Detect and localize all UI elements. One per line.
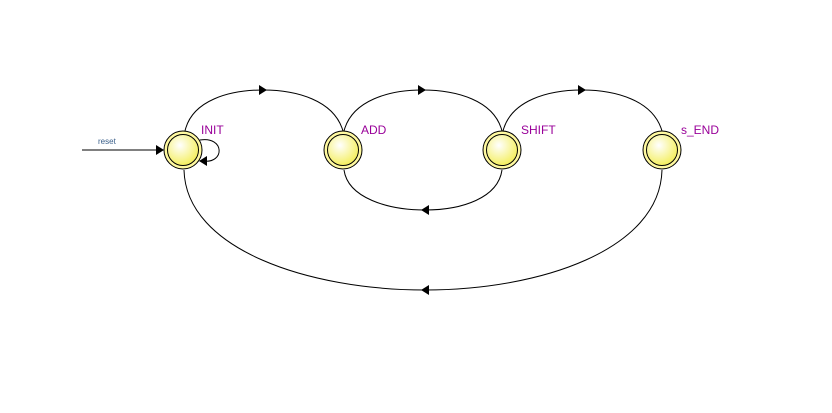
state-label: s_END [681,123,719,137]
transition-shift-add [343,169,503,211]
arrowhead-icon [199,156,207,166]
arrowhead-icon [418,85,426,95]
transition-init-self [199,139,220,162]
arrowhead-icon [259,85,267,95]
transition-send-init [183,169,663,291]
state-label: INIT [201,123,224,137]
state-init[interactable]: INIT [163,123,224,170]
state-label: SHIFT [521,123,556,137]
state-label: ADD [361,123,387,137]
state-s-end[interactable]: s_END [642,123,719,170]
state-add[interactable]: ADD [323,123,387,170]
reset-label: reset [98,137,117,146]
arrowhead-icon [156,145,164,155]
state-shift[interactable]: SHIFT [482,123,556,170]
arrowhead-icon [578,85,586,95]
arrowhead-icon [421,285,429,295]
arrowhead-icon [421,205,429,215]
